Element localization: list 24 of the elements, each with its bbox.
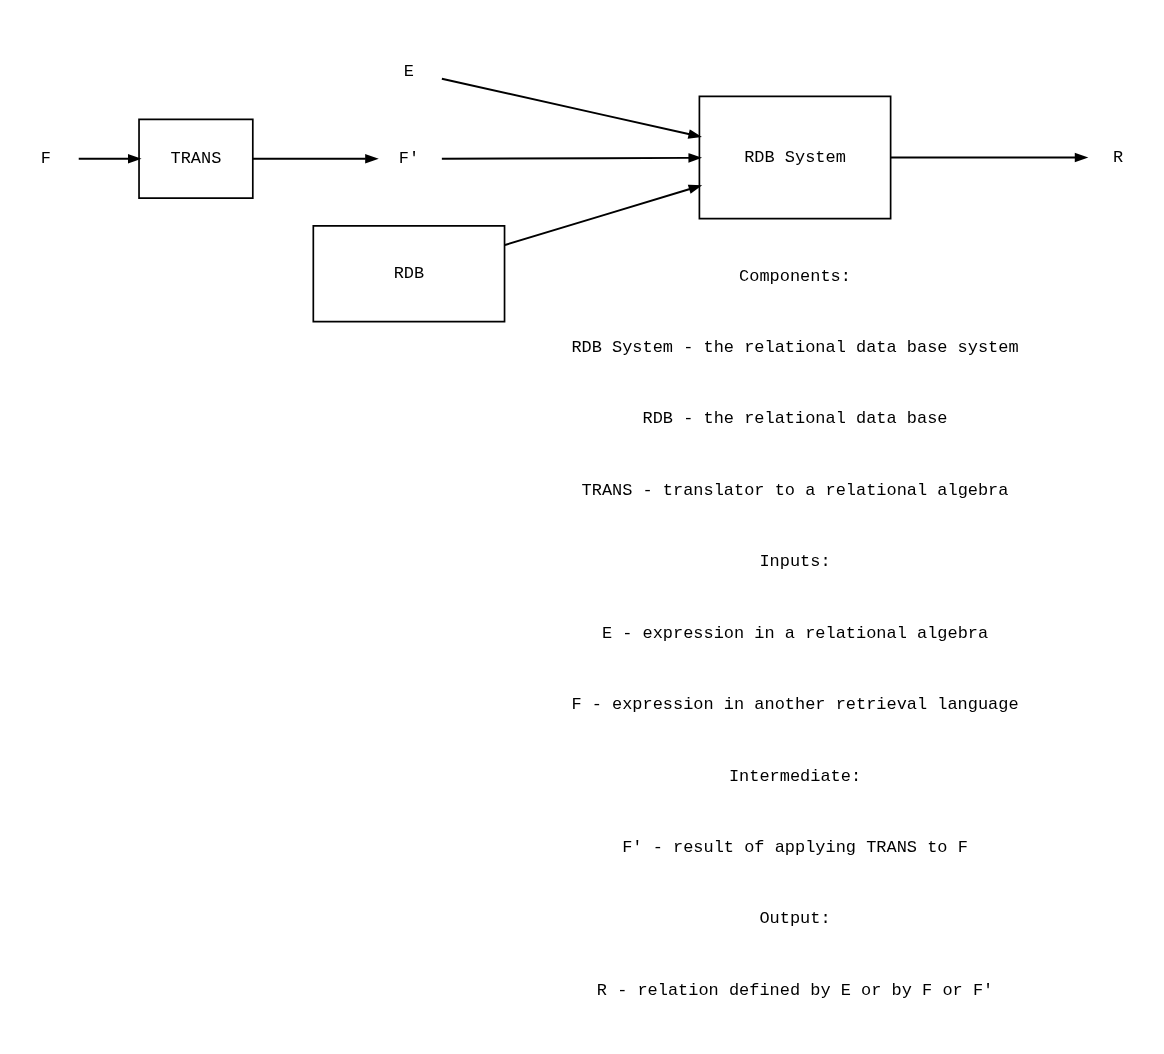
arrow (504, 184, 703, 246)
label: Intermediate: (728, 766, 862, 786)
node-box: RDB System (698, 95, 892, 220)
arrow (77, 154, 142, 164)
node-text: F' (398, 149, 420, 169)
label: TRANS - translator to a relational algebra (581, 480, 1009, 500)
label: RDB System - the relational data base system (571, 338, 1019, 358)
label: RDB - the relational data base (642, 409, 948, 429)
label: Output: (759, 909, 831, 929)
node-text: R (1113, 148, 1124, 168)
node-box: TRANS (138, 118, 254, 199)
node-text: F (40, 149, 51, 169)
node-text: E (403, 62, 415, 82)
label: F - expression in another retrieval language (571, 695, 1019, 715)
node-box: RDB (312, 225, 506, 323)
label: Inputs: (759, 552, 831, 572)
label: E - expression in a relational algebra (601, 623, 989, 643)
arrow (440, 153, 702, 163)
label: R - relation defined by E or by F or F' (596, 980, 994, 1000)
arrow (440, 77, 702, 139)
label: Components: (739, 266, 851, 286)
arrow (252, 154, 379, 164)
arrow (889, 152, 1089, 163)
label: F' - result of applying TRANS to F (622, 837, 968, 857)
